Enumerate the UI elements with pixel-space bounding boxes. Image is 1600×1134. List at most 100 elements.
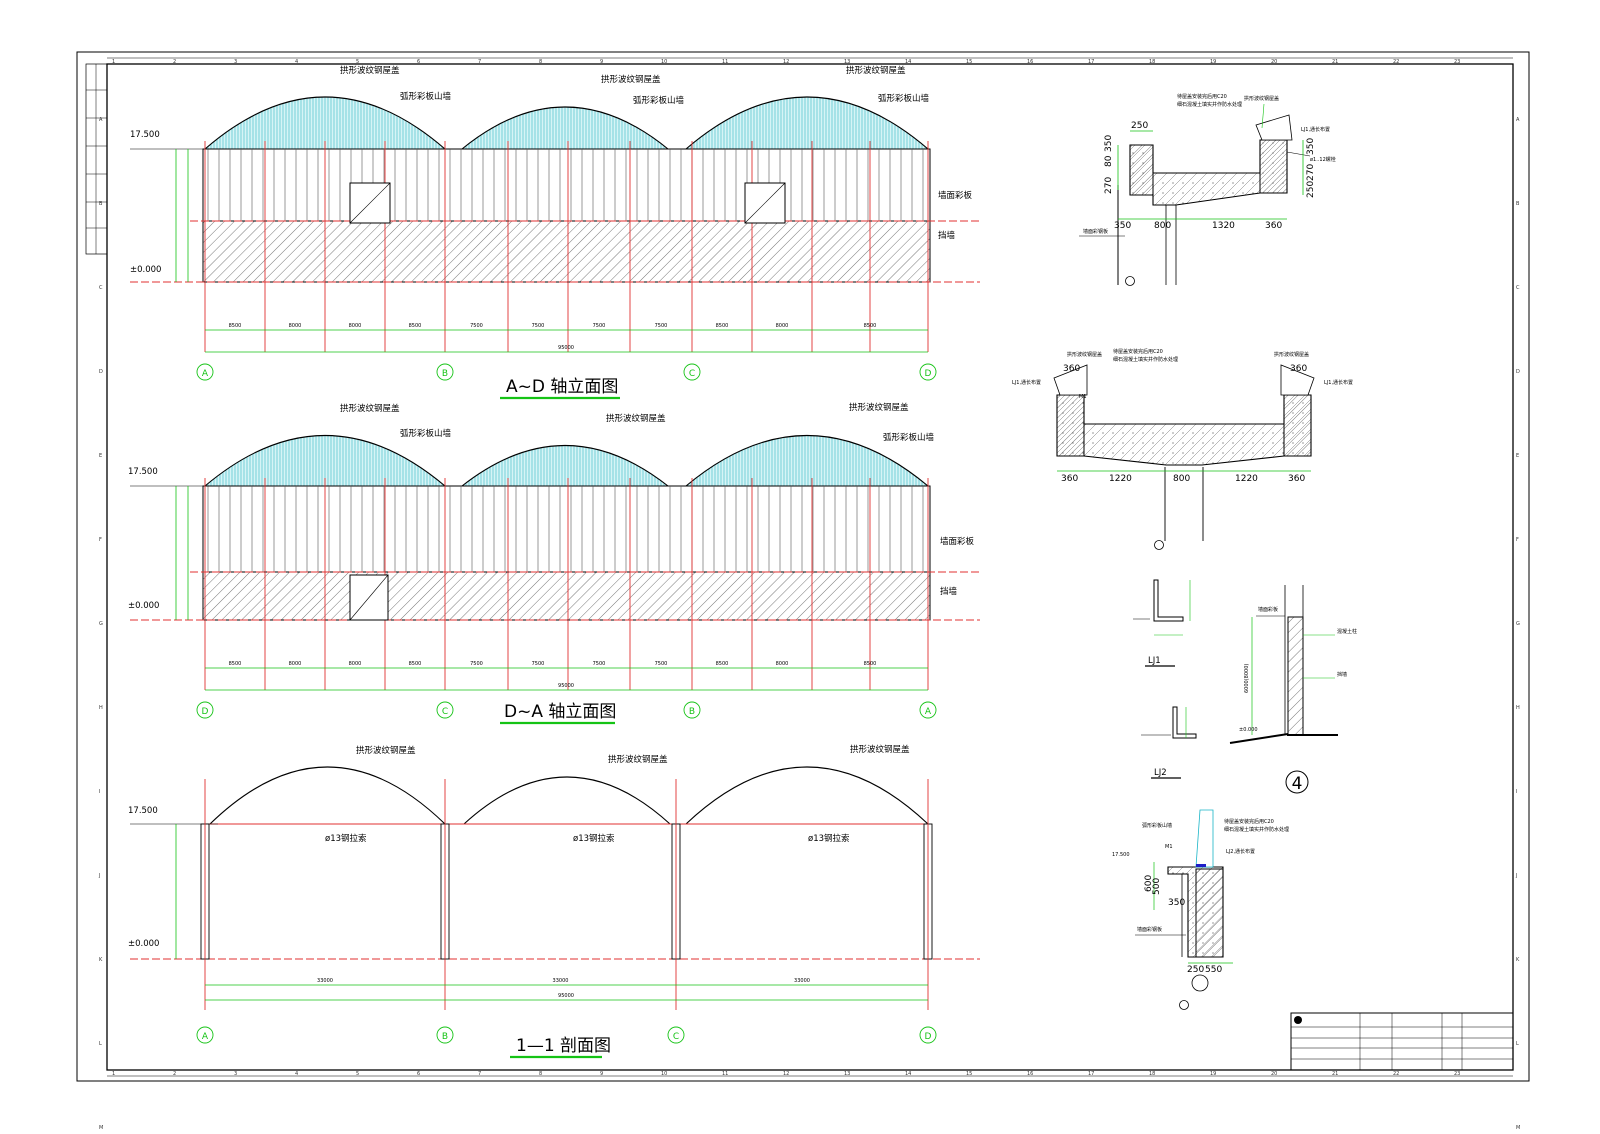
axis-bubble	[436, 701, 454, 719]
label-lj: LJ1,通长布置	[1301, 126, 1330, 133]
bolt-leader	[1286, 151, 1311, 157]
grid-col-top: 23	[1454, 59, 1460, 65]
detail-number-circle	[1154, 540, 1164, 550]
grid-row-left: C	[99, 285, 103, 291]
vdim-350: 350	[1104, 135, 1114, 152]
grid-row-right: H	[1516, 705, 1520, 711]
axis-label: C	[673, 1032, 679, 1042]
axis-bubble	[196, 363, 214, 381]
grid-col-bottom: 23	[1454, 1071, 1460, 1077]
angle-lj2: LJ2	[1141, 706, 1197, 779]
dim-1220-right: 1220	[1235, 474, 1258, 484]
sheet-inner-border	[106, 63, 1514, 1071]
grid-col-top: 20	[1271, 59, 1277, 65]
grid-col-bottom: 20	[1271, 1071, 1277, 1077]
axis-bubble	[919, 1026, 937, 1044]
label-note2: 细石混凝土填实并作防水处理	[1224, 826, 1289, 833]
roof-arc	[203, 96, 447, 150]
total-dimension: 95000	[558, 345, 574, 351]
axis-label: B	[442, 1032, 448, 1042]
roof-label: 拱形波纹钢屋盖	[356, 745, 416, 756]
dim-250: 250	[1187, 965, 1204, 975]
vdim-500: 500	[1152, 878, 1162, 895]
axis-bubble	[196, 1026, 214, 1044]
span-dimension: 33000	[553, 978, 569, 984]
title-block	[1290, 1012, 1514, 1071]
detail-2: 拱形波纹钢屋盖 待屋盖安装完后用C20 细石混凝土填实并作防水处理 拱形波纹钢屋…	[1012, 348, 1353, 550]
grid-col-top: 4	[295, 59, 298, 65]
grid-col-top: 9	[600, 59, 603, 65]
grid-row-right: B	[1516, 201, 1520, 207]
wall-panel-band	[202, 485, 931, 573]
grid-row-left: D	[99, 369, 103, 375]
dim-360-right: 360	[1288, 474, 1305, 484]
grid-col-top: 2	[173, 59, 176, 65]
label-gable: 弧形彩板山墙	[1142, 822, 1172, 829]
gutter-wall-right	[1283, 394, 1312, 457]
cable-label-2: ø13钢拉索	[573, 833, 615, 844]
roof-end-right	[1280, 364, 1315, 396]
gable-label: 弧形彩板山墙	[400, 91, 452, 102]
label-column: 混凝土柱	[1337, 628, 1357, 635]
bay-dimension: 8000	[776, 661, 789, 667]
axis-label: D	[925, 369, 932, 379]
grid-col-bottom: 7	[478, 1071, 481, 1077]
dim-1220-left: 1220	[1109, 474, 1132, 484]
grid-col-top: 12	[783, 59, 789, 65]
bay-dimension: 7500	[655, 323, 668, 329]
grid-row-left: B	[99, 201, 103, 207]
span-dimension: 33000	[794, 978, 810, 984]
grid-row-left: F	[99, 537, 102, 543]
axis-label: A	[202, 369, 209, 379]
grid-col-top: 8	[539, 59, 542, 65]
gable-top	[1195, 809, 1214, 868]
grid-col-bottom: 10	[661, 1071, 667, 1077]
grid-row-left: K	[99, 957, 103, 963]
label-note1: 待屋盖安装完后用C20	[1224, 818, 1274, 825]
vdim-600: 600	[1144, 875, 1154, 892]
bay-dimension: 8500	[716, 323, 729, 329]
bay-dimension: 8500	[229, 661, 242, 667]
detail-3: 弧形彩板山墙 待屋盖安装完后用C20 细石混凝土填实并作防水处理 LJ2,通长布…	[1112, 809, 1289, 1010]
roof-label-2: 拱形波纹钢屋盖	[606, 413, 666, 424]
vdim-350-right: 350	[1306, 138, 1316, 155]
label-wall-panel: 墙面彩钢板	[1137, 926, 1162, 933]
roof-arcs	[203, 434, 930, 487]
grid-col-top: 21	[1332, 59, 1338, 65]
grid-row-left: G	[99, 621, 103, 627]
dim-800: 800	[1173, 474, 1190, 484]
axis-bubble	[919, 363, 937, 381]
roof-arc	[463, 776, 671, 825]
grid-col-bottom: 1	[112, 1071, 115, 1077]
axis-label: C	[442, 707, 448, 717]
view-title: A~D 轴立面图	[506, 377, 618, 397]
wall-label: 挡墙	[938, 230, 956, 241]
roof-arc	[685, 766, 929, 825]
grid-row-left: H	[99, 705, 103, 711]
bay-dimension: 8000	[289, 323, 302, 329]
dim-360-left: 360	[1061, 474, 1078, 484]
label-m1: M1	[1079, 394, 1087, 400]
elevation-top-label: 17.500	[128, 467, 158, 477]
bay-dimension: 8500	[864, 323, 877, 329]
grid-col-top: 10	[661, 59, 667, 65]
elevation-top-label: 17.500	[130, 130, 160, 140]
grid-row-right: J	[1515, 873, 1517, 879]
grid-reference-markers: 1122334455667788991010111112121313141415…	[98, 59, 1520, 1131]
opening-diagonal	[349, 574, 389, 621]
view-title: D~A 轴立面图	[504, 702, 616, 722]
elevation-zero-label: ±0.000	[128, 601, 159, 611]
wall-panel-label: 墙面彩板	[938, 190, 973, 201]
bay-dimension: 7500	[593, 661, 606, 667]
label-zero: ±0.000	[1239, 727, 1258, 733]
grid-row-left: I	[99, 789, 100, 795]
grid-col-bottom: 14	[905, 1071, 911, 1077]
grid-row-right: M	[1516, 1125, 1520, 1130]
grid-col-bottom: 6	[417, 1071, 420, 1077]
axis-label: C	[689, 369, 695, 379]
vdim-80: 80	[1104, 155, 1114, 167]
